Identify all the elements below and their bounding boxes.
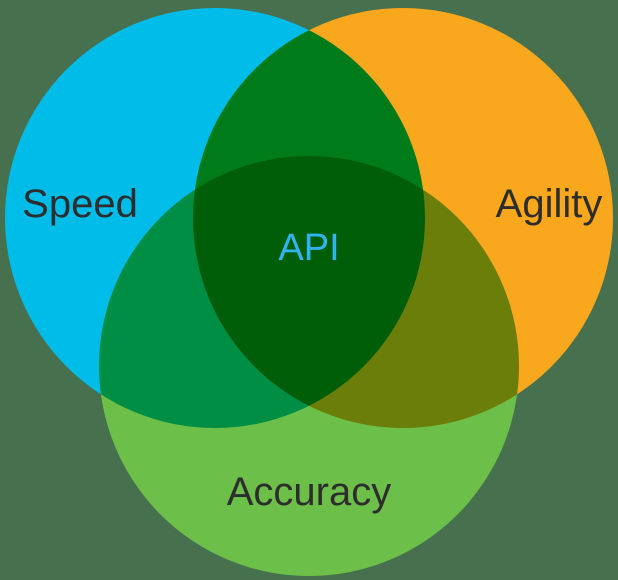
accuracy-circle xyxy=(99,156,519,576)
